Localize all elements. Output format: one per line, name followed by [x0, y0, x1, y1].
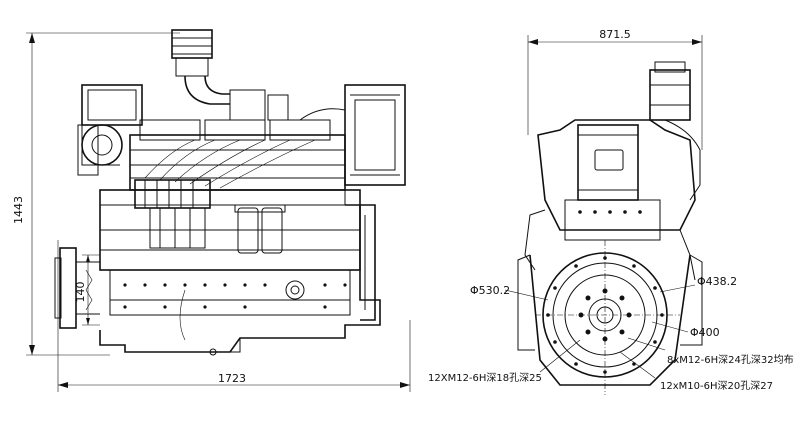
- callout-thread-m12-8x: 8xM12-6H深24孔深32均布: [667, 354, 794, 366]
- callout-thread-m10-12x: 12xM10-6H深20孔深27: [660, 380, 773, 392]
- callout-diameter-530: Φ530.2: [470, 284, 510, 297]
- callout-diameter-438: Φ438.2: [697, 275, 737, 288]
- side-length-label: 1723: [218, 372, 246, 385]
- callout-thread-m12-12x: 12XM12-6H深18孔深25: [428, 372, 542, 384]
- pulley-dimension-label: 140: [74, 282, 87, 303]
- front-width-label: 871.5: [599, 28, 631, 41]
- side-height-label: 1443: [12, 196, 25, 224]
- engine-side-view: [26, 29, 411, 392]
- block-bolts: [123, 283, 347, 309]
- engine-front-view: [504, 35, 703, 395]
- callout-diameter-400: Φ400: [690, 326, 720, 339]
- housing-bolts: [546, 256, 664, 374]
